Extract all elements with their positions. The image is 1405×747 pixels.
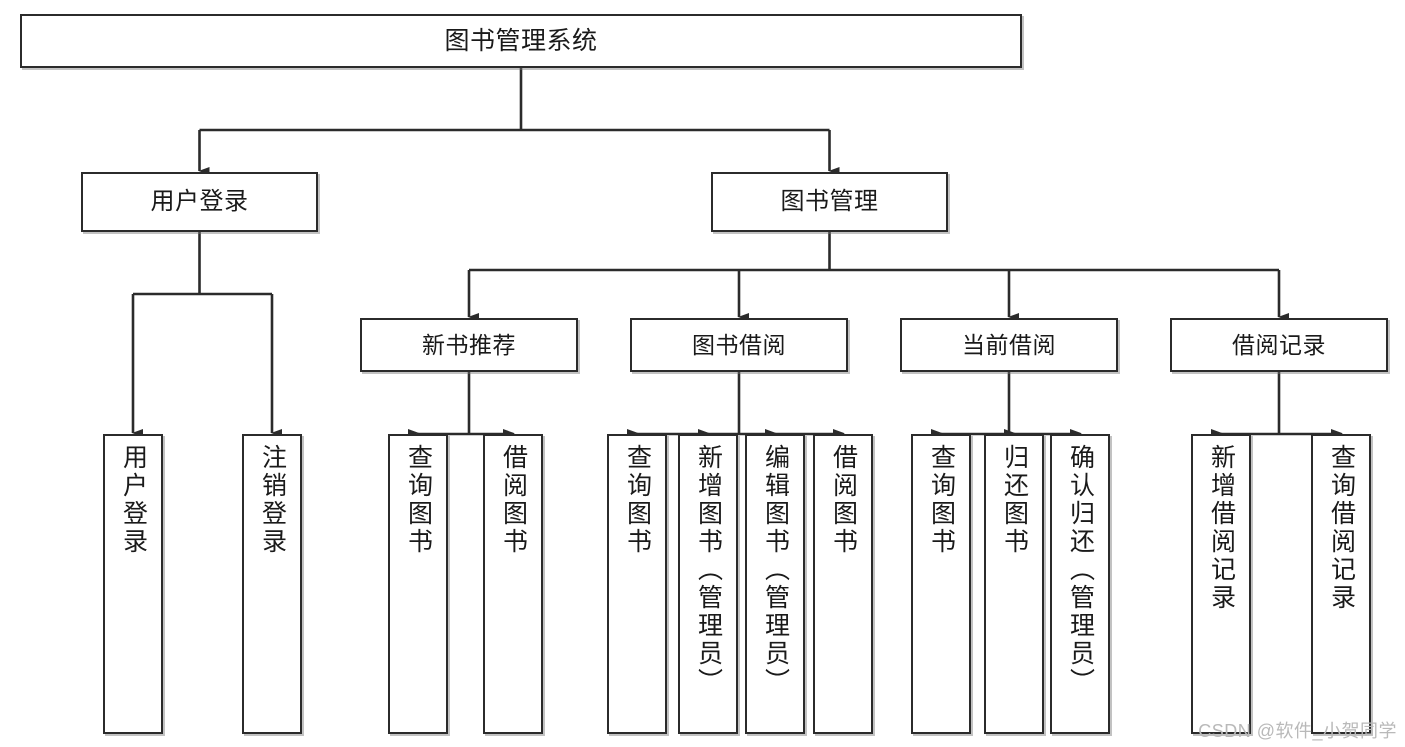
node-label: 借阅图书 [499, 444, 528, 556]
node-label: 新增借阅记录 [1207, 444, 1236, 612]
level2-node-2[interactable]: 图书管理 [711, 172, 948, 232]
leaf-node-8[interactable]: 借阅图书 [813, 434, 873, 734]
node-label: 查询图书 [623, 444, 652, 556]
node-label: 查询图书 [404, 444, 433, 556]
leaf-node-3[interactable]: 查询图书 [388, 434, 448, 734]
leaf-node-7[interactable]: 编辑图书（管理员） [745, 434, 805, 734]
level3-node-2[interactable]: 图书借阅 [630, 318, 848, 372]
node-label: 用户登录 [150, 188, 249, 216]
node-label: 查询借阅记录 [1327, 444, 1356, 612]
node-label: 确认归还（管理员） [1066, 444, 1095, 696]
leaf-node-2[interactable]: 注销登录 [242, 434, 302, 734]
leaf-node-1[interactable]: 用户登录 [103, 434, 163, 734]
leaf-node-13[interactable]: 查询借阅记录 [1311, 434, 1371, 734]
node-label: 图书管理 [780, 188, 879, 216]
node-label: 查询图书 [927, 444, 956, 556]
watermark-text: CSDN @软件_小贺同学 [1198, 721, 1397, 741]
node-label: 图书管理系统 [444, 26, 598, 55]
node-label: 当前借阅 [962, 331, 1056, 358]
leaf-node-6[interactable]: 新增图书（管理员） [678, 434, 738, 734]
node-label: 图书借阅 [692, 331, 786, 358]
leaf-node-9[interactable]: 查询图书 [911, 434, 971, 734]
node-label: 借阅记录 [1232, 331, 1326, 358]
level2-node-1[interactable]: 用户登录 [81, 172, 318, 232]
leaf-node-11[interactable]: 确认归还（管理员） [1050, 434, 1110, 734]
leaf-node-12[interactable]: 新增借阅记录 [1191, 434, 1251, 734]
leaf-node-4[interactable]: 借阅图书 [483, 434, 543, 734]
node-label: 用户登录 [119, 444, 148, 556]
node-label: 借阅图书 [829, 444, 858, 556]
level3-node-1[interactable]: 新书推荐 [360, 318, 578, 372]
node-label: 新书推荐 [422, 331, 516, 358]
level3-node-3[interactable]: 当前借阅 [900, 318, 1118, 372]
node-label: 注销登录 [258, 444, 287, 556]
leaf-node-5[interactable]: 查询图书 [607, 434, 667, 734]
level3-node-4[interactable]: 借阅记录 [1170, 318, 1388, 372]
root-node-book-management-system[interactable]: 图书管理系统 [20, 14, 1022, 68]
node-label: 编辑图书（管理员） [761, 444, 790, 696]
node-label: 新增图书（管理员） [694, 444, 723, 696]
node-label: 归还图书 [1000, 444, 1029, 556]
leaf-node-10[interactable]: 归还图书 [984, 434, 1044, 734]
